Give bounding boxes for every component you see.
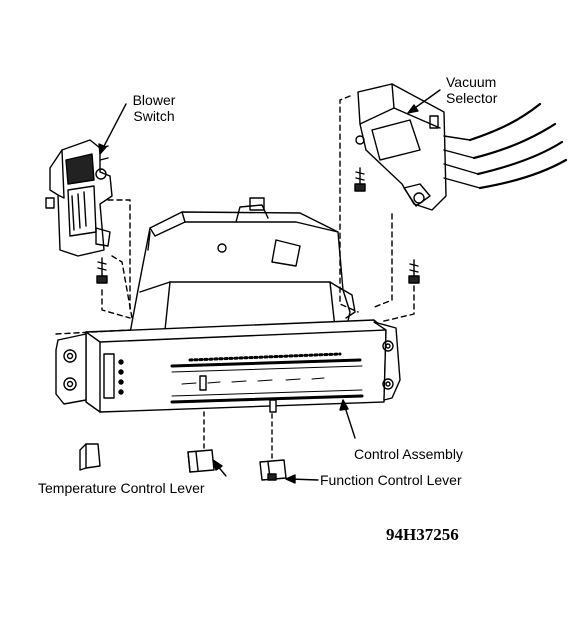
temperature-knob (79, 443, 101, 471)
temperature-lever-label: Temperature Control Lever (38, 480, 205, 496)
vacuum-guide-line (339, 95, 359, 313)
function-lever-label: Function Control Lever (320, 472, 462, 488)
vacuum-screw-lower (408, 259, 420, 284)
leader-blower-switch (98, 103, 127, 155)
control-assembly-label: Control Assembly (354, 446, 463, 462)
vacuum-selector-label-line1: Vacuum (446, 74, 497, 90)
blower-switch-unit (45, 139, 113, 257)
heater-housing (129, 197, 356, 334)
vacuum-screw-upper (354, 167, 366, 192)
vacuum-selector-label: Vacuum Selector (446, 74, 497, 106)
vacuum-selector-label-line2: Selector (446, 90, 498, 106)
leader-function-lever (285, 474, 319, 484)
leader-control-assembly (339, 399, 356, 439)
vacuum-hoses (468, 102, 568, 190)
temperature-lever-knob (187, 449, 215, 473)
blower-switch-label-line2: Switch (133, 108, 175, 124)
control-assembly-unit (55, 319, 401, 413)
blower-switch-label-line1: Blower (132, 92, 176, 108)
blower-guide-line (101, 199, 131, 319)
leader-temperature-lever (212, 459, 227, 477)
vacuum-selector-unit (355, 83, 481, 211)
blower-screw (96, 257, 108, 284)
blower-switch-label: Blower Switch (124, 92, 184, 124)
figure-id: 94H37256 (386, 525, 459, 544)
leader-vacuum-selector (407, 89, 441, 114)
function-lever-knob (259, 459, 287, 481)
